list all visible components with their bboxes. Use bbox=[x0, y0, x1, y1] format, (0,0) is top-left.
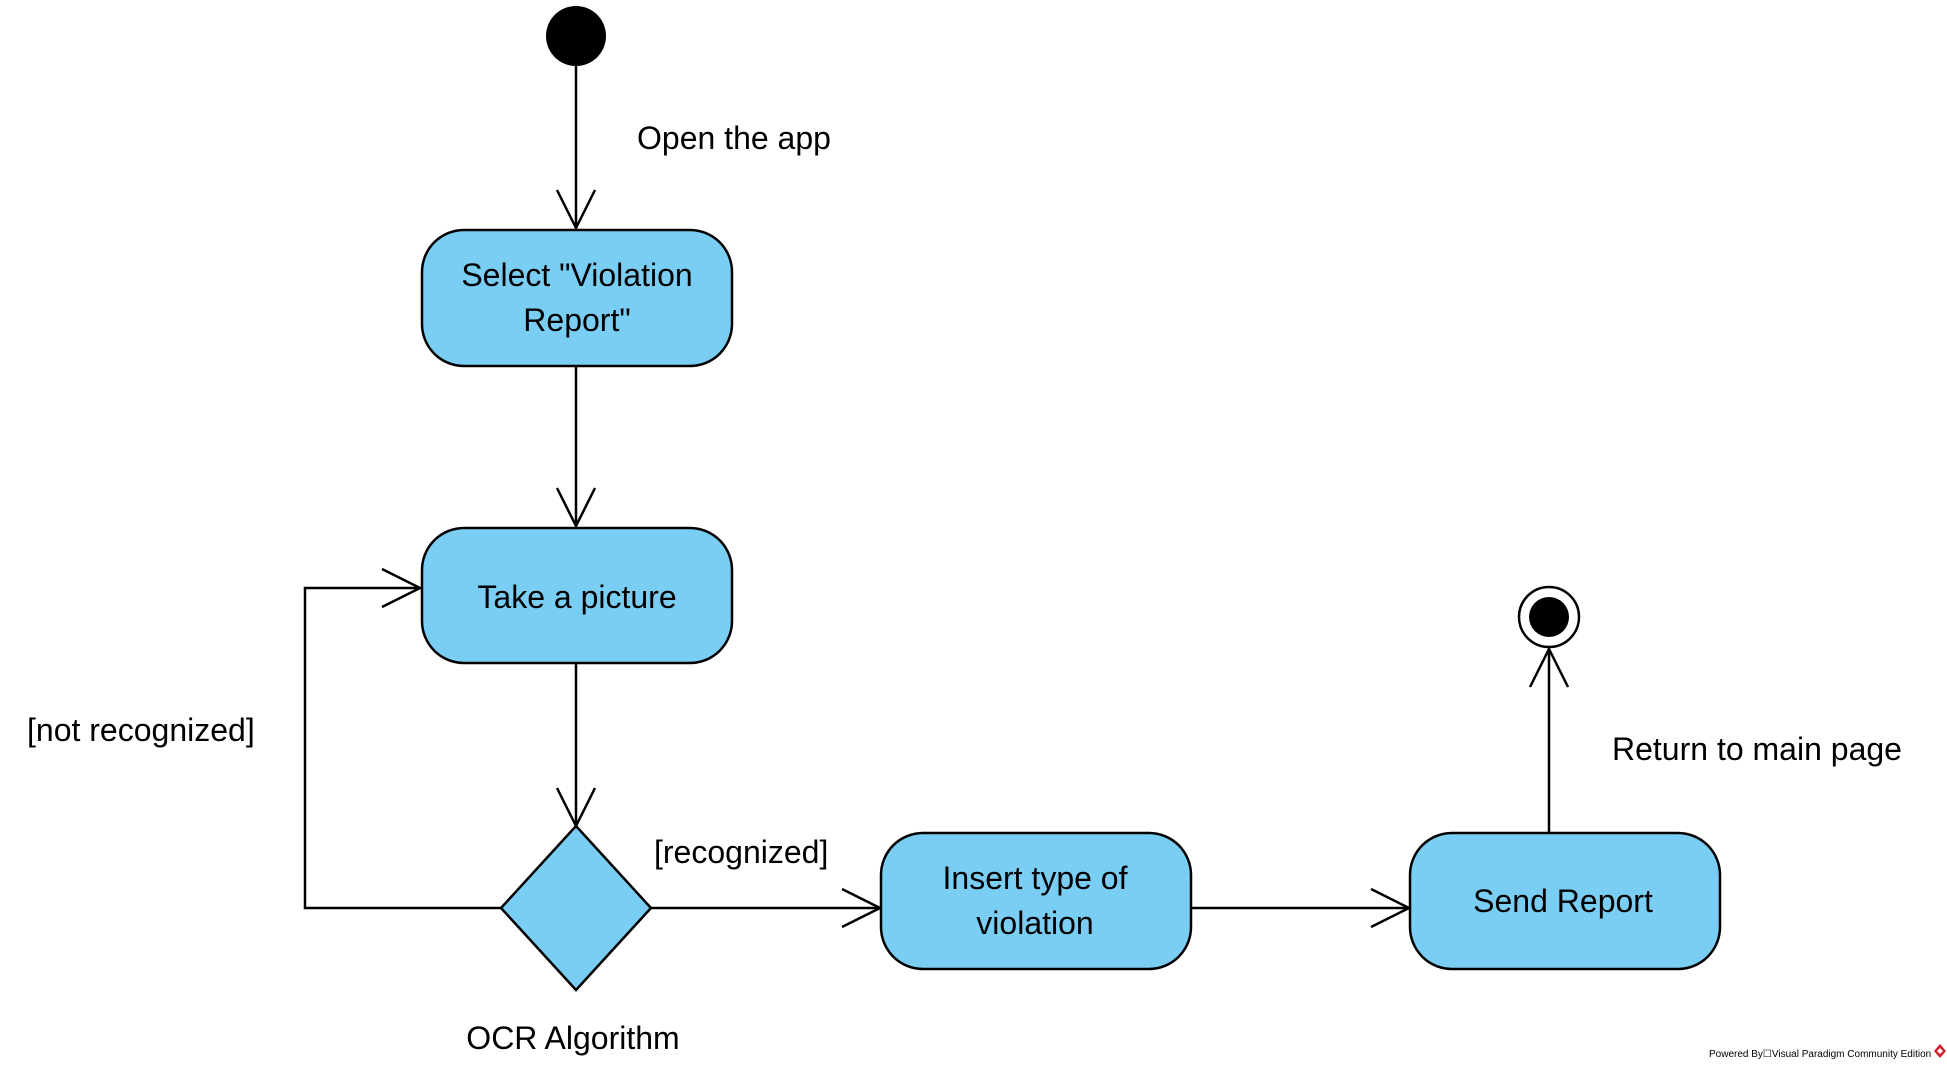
activity-insert-violation: Insert type of violation bbox=[879, 831, 1193, 971]
final-node bbox=[1517, 585, 1581, 649]
svg-text:Select "Violation: Select "Violation bbox=[461, 257, 692, 293]
decision-ocr-label: OCR Algorithm bbox=[466, 1020, 679, 1056]
svg-text:Insert type of: Insert type of bbox=[943, 860, 1128, 896]
decision-ocr-algorithm bbox=[499, 824, 653, 992]
activity-send-report: Send Report bbox=[1408, 831, 1722, 971]
arrowhead-open-app bbox=[555, 189, 597, 231]
activity-take-picture: Take a picture bbox=[420, 526, 734, 665]
guard-recognized: [recognized] bbox=[654, 834, 828, 870]
arrowhead-select-to-picture bbox=[555, 487, 597, 529]
edge-not-recognized bbox=[303, 586, 501, 910]
arrowhead-return-main bbox=[1528, 646, 1570, 688]
visual-paradigm-logo-icon bbox=[1934, 1044, 1946, 1058]
arrowhead-not-recognized bbox=[381, 567, 423, 609]
edge-label-open-app: Open the app bbox=[637, 120, 831, 156]
footer-watermark: Powered By☐Visual Paradigm Community Edi… bbox=[1709, 1049, 1931, 1060]
svg-text:violation: violation bbox=[976, 905, 1093, 941]
svg-text:Report": Report" bbox=[523, 302, 630, 338]
edge-label-return-main: Return to main page bbox=[1612, 731, 1902, 767]
initial-node bbox=[546, 6, 606, 66]
activity-select-violation-report: Select "Violation Report" bbox=[420, 228, 734, 368]
svg-text:Take a picture: Take a picture bbox=[477, 579, 676, 615]
svg-text:Send Report: Send Report bbox=[1473, 883, 1653, 919]
guard-not-recognized: [not recognized] bbox=[27, 712, 255, 748]
